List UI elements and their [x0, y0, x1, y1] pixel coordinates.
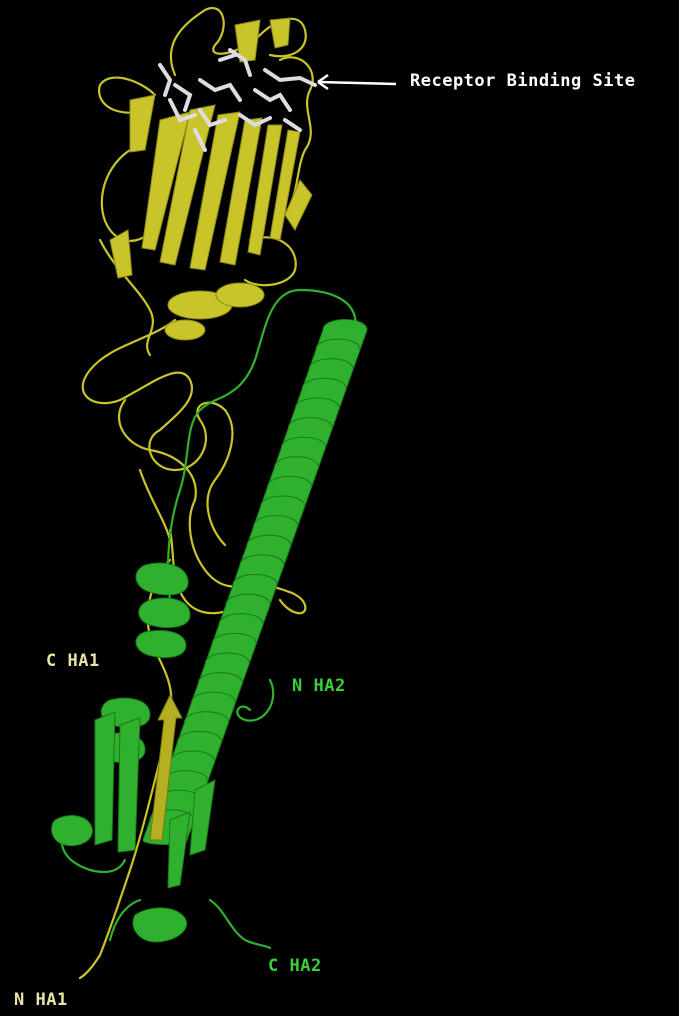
n-ha1-label: N HA1	[14, 990, 68, 1010]
n-ha2-label: N HA2	[292, 676, 346, 696]
receptor-binding-site-label: Receptor Binding Site	[410, 71, 635, 91]
c-ha2-label: C HA2	[268, 956, 322, 976]
ha1-helices	[165, 283, 264, 340]
c-ha1-label: C HA1	[46, 651, 100, 671]
binding-site-pointer	[318, 75, 396, 89]
